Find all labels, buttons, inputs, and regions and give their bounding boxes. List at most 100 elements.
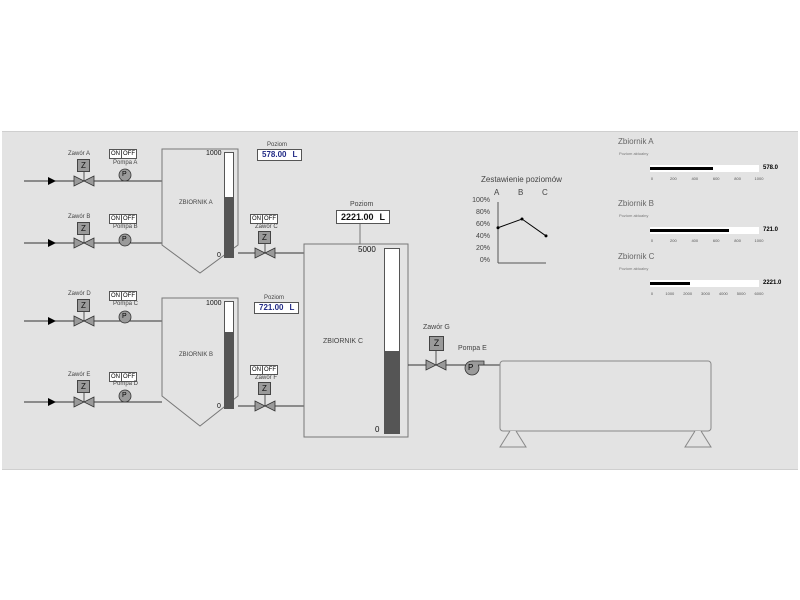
chart-ytick-60: 60% <box>475 221 490 228</box>
tank-a-name: ZBIORNIK A <box>179 200 213 206</box>
level-bar-a-tick: 400 <box>691 176 699 181</box>
level-bar-c-tick: 6000 <box>754 291 764 296</box>
tank-a-level-fill <box>225 196 233 257</box>
chart-title: Zestawienie poziomów <box>481 175 562 184</box>
tank-b-level-unit: L <box>289 303 295 312</box>
level-bar-c-tick: 3000 <box>701 291 710 296</box>
chart-ytick-20: 20% <box>475 245 490 252</box>
chart-point-b <box>520 217 524 221</box>
chart-ytick-0: 0% <box>479 257 490 264</box>
level-bar-b-subtitle: Poziom aktualny <box>619 213 649 218</box>
tank-b-scale-min: 0 <box>217 403 221 410</box>
level-bar-c-value: 2221.0 <box>763 280 782 286</box>
chart-series-line <box>497 218 547 237</box>
tank-b-level-value: 721.00 <box>259 303 284 312</box>
level-bar-b-tick: 200 <box>670 238 677 243</box>
level-bar-b-track <box>650 227 759 234</box>
tank-a-level-value: 578.00 <box>262 150 287 159</box>
valve-c-button[interactable]: Z <box>258 231 271 244</box>
chart-category-b: B <box>518 188 524 197</box>
valve-f-off-button[interactable]: OFF <box>263 365 278 375</box>
pump-d-switch: ON OFF <box>109 372 137 382</box>
chart-category-a: A <box>494 188 500 197</box>
tank-c-level-gauge <box>384 248 400 434</box>
valve-e-label: Zawór E <box>68 372 91 378</box>
chart-ytick-80: 80% <box>475 209 490 216</box>
level-bar-b-fill <box>650 229 729 232</box>
level-bar-c-track <box>650 280 759 287</box>
level-bar-a-subtitle: Poziom aktualny <box>619 151 649 156</box>
tank-b-level-gauge <box>224 301 234 409</box>
level-bar-c-fill <box>650 282 691 285</box>
pump-d-off-button[interactable]: OFF <box>122 372 137 382</box>
level-bar-a-tick: 0 <box>650 176 654 181</box>
chart-point-c <box>544 234 548 238</box>
pump-b-icon[interactable]: P <box>122 236 127 243</box>
pump-e-icon[interactable]: P <box>468 363 474 372</box>
tank-a-level-caption: Poziom <box>267 142 288 148</box>
level-bar-c-title: Zbiornik C <box>618 252 655 261</box>
scada-panel: Zawór A Z Zawór B Z Zawór D Z Zawór E Z … <box>2 131 798 470</box>
valve-c-on-button[interactable]: ON <box>250 214 263 224</box>
chart-category-c: C <box>542 188 548 197</box>
valve-a-button[interactable]: Z <box>77 159 90 172</box>
level-bar-a-tick: 200 <box>670 176 677 181</box>
level-bar-a-tick: 1000 <box>754 176 764 181</box>
valve-b-label: Zawór B <box>68 214 91 220</box>
pump-a-off-button[interactable]: OFF <box>122 149 137 159</box>
tank-c-scale-min: 0 <box>375 425 380 434</box>
level-bar-a-title: Zbiornik A <box>618 137 654 146</box>
tank-b-scale-max: 1000 <box>206 300 222 307</box>
tank-b-level-fill <box>225 331 233 408</box>
pump-d-on-button[interactable]: ON <box>109 372 122 382</box>
valve-f-button[interactable]: Z <box>258 382 271 395</box>
valve-e-button[interactable]: Z <box>77 380 90 393</box>
tank-c-level-value: 2221.00 <box>341 212 374 222</box>
tank-b-level-caption: Poziom <box>264 295 285 301</box>
level-bar-b-tick: 400 <box>691 238 699 243</box>
level-bar-a-tick: 800 <box>734 176 741 181</box>
valve-f-switch: ON OFF <box>250 365 278 375</box>
tank-a-scale-min: 0 <box>217 252 221 259</box>
valve-f-on-button[interactable]: ON <box>250 365 263 375</box>
valve-c-switch: ON OFF <box>250 214 278 224</box>
valve-b-button[interactable]: Z <box>77 222 90 235</box>
valve-d-button[interactable]: Z <box>77 299 90 312</box>
pump-b-label: Pompa B <box>113 224 138 230</box>
level-bar-c-subtitle: Poziom aktualny <box>619 266 649 271</box>
valve-g-button[interactable]: Z <box>429 336 444 351</box>
level-bar-a-value: 578.0 <box>763 165 779 171</box>
chart-ytick-40: 40% <box>475 233 490 240</box>
level-bar-c-tick: 5000 <box>736 291 746 296</box>
tank-b-name: ZBIORNIK B <box>179 352 214 358</box>
level-bar-c-tick: 2000 <box>683 291 693 296</box>
pump-a-icon[interactable]: P <box>122 171 127 178</box>
valve-d-label: Zawór D <box>68 291 91 297</box>
tank-b-level-readout: 721.00 L <box>254 302 300 314</box>
pump-c-off-button[interactable]: OFF <box>122 291 137 301</box>
level-bar-c-tick: 1000 <box>665 291 675 296</box>
valve-c-label: Zawór C <box>255 224 278 230</box>
level-bar-a-track <box>650 165 759 172</box>
level-bar-a-tick: 600 <box>712 176 720 181</box>
valve-c-off-button[interactable]: OFF <box>263 214 278 224</box>
tank-a-scale-max: 1000 <box>206 150 222 157</box>
pump-d-icon[interactable]: P <box>122 392 127 399</box>
pump-a-switch: ON OFF <box>109 149 137 159</box>
pump-a-on-button[interactable]: ON <box>109 149 122 159</box>
tank-c-scale-max: 5000 <box>358 245 376 254</box>
tank-a-level-gauge <box>224 152 234 258</box>
level-bar-b-tick: 800 <box>734 238 741 243</box>
pump-e-label: Pompa E <box>458 345 487 352</box>
pump-c-icon[interactable]: P <box>122 313 127 320</box>
pump-b-on-button[interactable]: ON <box>109 214 122 224</box>
tank-c-name: ZBIORNIK C <box>323 338 364 345</box>
level-bar-b-tick: 600 <box>712 238 720 243</box>
pump-b-off-button[interactable]: OFF <box>122 214 137 224</box>
level-comparison-chart <box>496 217 548 238</box>
chart-ytick-100: 100% <box>472 197 490 204</box>
pump-c-on-button[interactable]: ON <box>109 291 122 301</box>
level-bar-c-tick: 0 <box>650 291 654 296</box>
pump-b-switch: ON OFF <box>109 214 137 224</box>
